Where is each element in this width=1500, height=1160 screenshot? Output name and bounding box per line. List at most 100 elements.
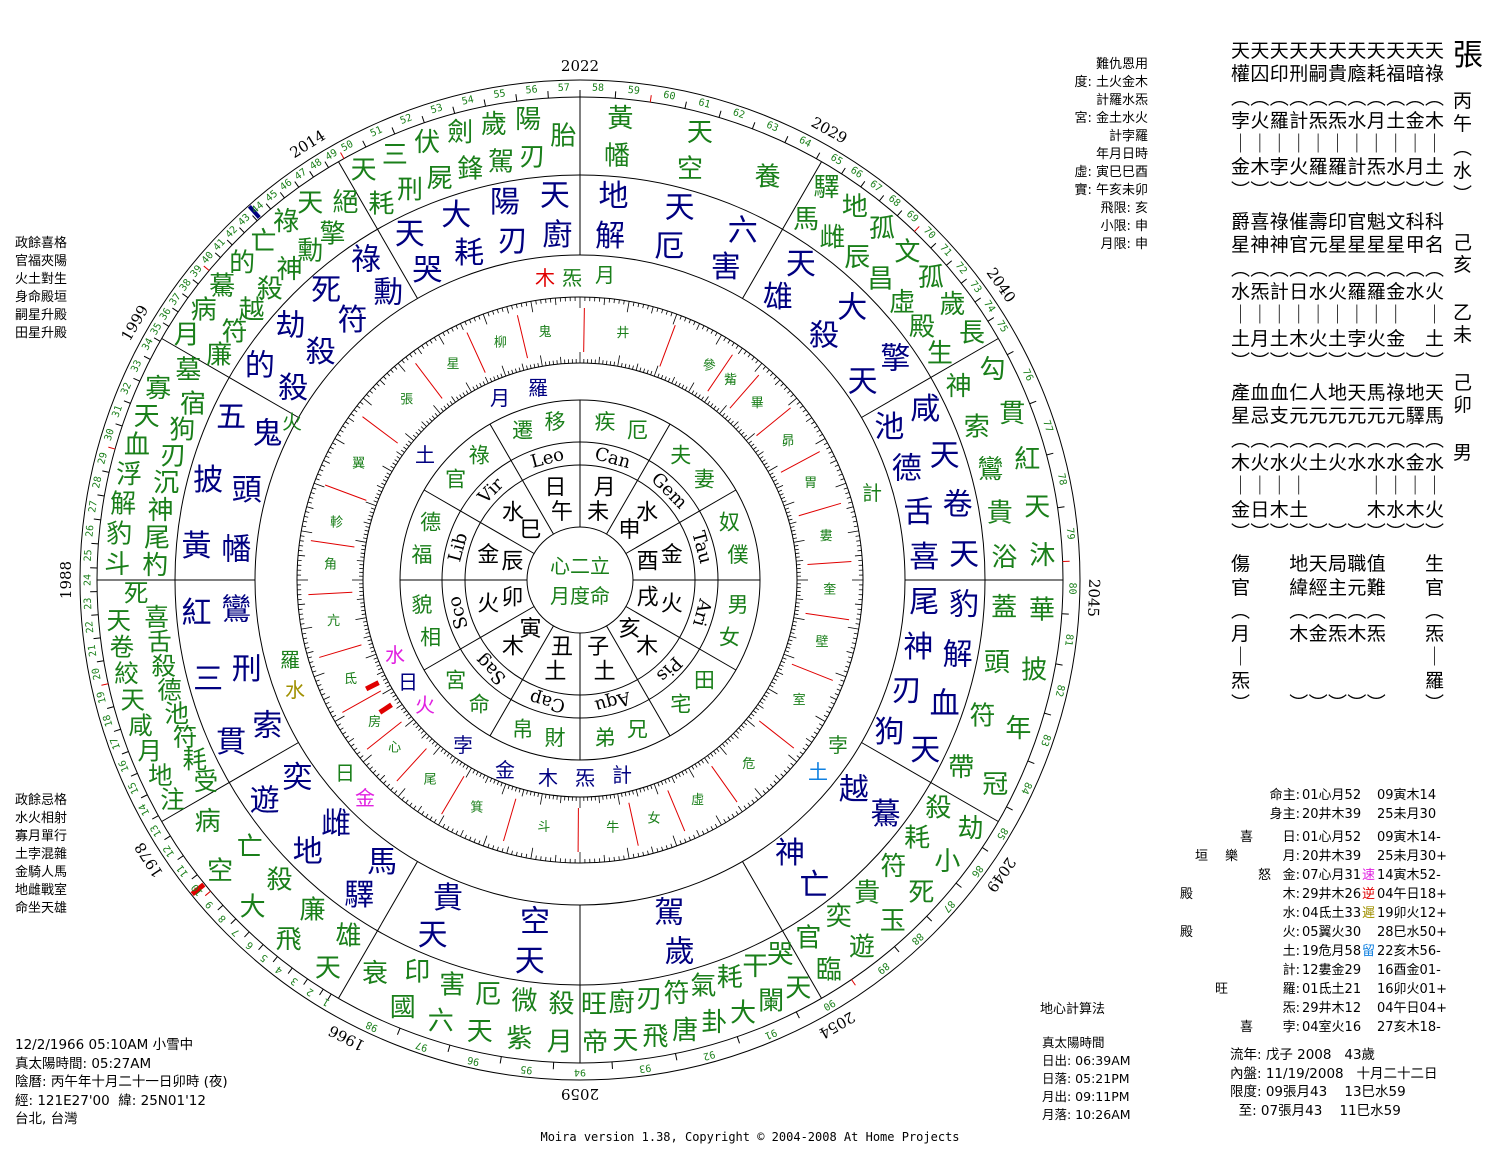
year-label: 2022 xyxy=(561,57,599,75)
degree-tick xyxy=(805,413,810,417)
degree-tick xyxy=(501,365,507,377)
degree-tick xyxy=(793,617,805,620)
star-name-char: 孤 xyxy=(918,263,944,293)
calculation-method: 地心計算法 xyxy=(1040,1002,1106,1017)
star-table-row: 傷 地天局職值 生 xyxy=(1231,553,1445,576)
degree-tick xyxy=(317,684,322,687)
degree-tick xyxy=(667,778,671,783)
star-name-char: 擎 xyxy=(319,220,345,250)
natal-planet-glyph: 火 xyxy=(415,693,435,717)
star-name-char: 浴 xyxy=(991,543,1017,573)
degree-tick xyxy=(688,382,695,393)
age-tick xyxy=(340,152,345,159)
age-label: 65 xyxy=(828,152,844,168)
degree-tick xyxy=(765,691,770,695)
star-name-char: 年 xyxy=(1005,714,1031,744)
star-name-char: 驛 xyxy=(813,173,839,203)
zodiac-sign: Lib xyxy=(444,531,472,565)
age-tick xyxy=(133,377,141,382)
degree-tick xyxy=(376,773,380,777)
degree-tick xyxy=(456,759,459,764)
degree-tick xyxy=(745,433,755,441)
mansion-label: 壁 xyxy=(815,635,828,650)
mansion-label: 虛 xyxy=(691,793,704,808)
degree-tick xyxy=(724,740,729,745)
degree-tick xyxy=(661,309,664,314)
star-table-row: 孛火羅計炁炁水月土金木 xyxy=(1231,109,1445,132)
degree-tick xyxy=(755,707,760,711)
degree-tick xyxy=(724,415,729,420)
star-name-char: 蓋 xyxy=(991,593,1017,623)
star-name-char: 華 xyxy=(1029,595,1055,625)
degree-tick xyxy=(309,661,314,664)
mansion-label: 觜 xyxy=(724,373,737,388)
planet-sign-position: 09寅木14- xyxy=(1377,830,1441,845)
star-name-char: 胎 xyxy=(550,121,576,151)
star-name-char: 小 xyxy=(934,847,960,877)
degree-tick xyxy=(733,733,739,739)
planet-label: 日: xyxy=(1282,830,1300,845)
transit-planet-glyph: 羅 xyxy=(280,648,300,672)
degree-tick xyxy=(350,743,355,747)
age-label: 26 xyxy=(84,524,96,537)
year-label: 2045 xyxy=(1084,579,1103,618)
age-label: 19 xyxy=(95,690,109,704)
star-name-char: 耗 xyxy=(454,236,484,271)
degree-tick xyxy=(719,405,727,415)
degree-tick xyxy=(379,379,386,386)
degree-tick xyxy=(405,713,410,717)
degree-tick xyxy=(365,653,377,659)
planet-sign-position: 04午日18+ xyxy=(1377,887,1447,902)
divider-line xyxy=(625,606,737,671)
degree-tick xyxy=(478,840,481,845)
age-label: 34 xyxy=(140,337,155,353)
degree-tick xyxy=(394,366,398,370)
degree-tick xyxy=(369,646,374,649)
degree-tick xyxy=(727,816,731,821)
degree-tick xyxy=(771,475,776,479)
age-tick xyxy=(974,297,981,303)
degree-tick xyxy=(518,367,521,372)
degree-tick xyxy=(321,693,326,696)
degree-tick xyxy=(366,762,370,766)
star-name-char: 養 xyxy=(755,163,781,193)
degree-tick xyxy=(790,394,794,398)
degree-tick xyxy=(350,413,355,417)
degree-tick xyxy=(847,530,859,534)
year-label: 2054 xyxy=(816,1008,858,1043)
age-label: 21 xyxy=(87,644,100,658)
degree-tick xyxy=(778,489,783,493)
degree-tick xyxy=(730,420,734,425)
star-name-char: 喜 xyxy=(144,603,169,632)
degree-tick xyxy=(465,390,469,395)
palace-name: 宅 xyxy=(670,692,691,716)
degree-tick xyxy=(390,787,394,791)
degree-tick xyxy=(787,766,791,770)
star-name-char: 歲 xyxy=(940,290,966,320)
degree-tick xyxy=(747,802,751,807)
age-label: 96 xyxy=(466,1054,480,1067)
degree-tick xyxy=(714,332,718,337)
mansion-boundary xyxy=(310,540,355,548)
planet-label: 金: xyxy=(1282,868,1300,883)
degree-tick xyxy=(451,828,454,833)
star-name-char: 天 xyxy=(134,402,160,432)
star-table-row: 金木孛火羅羅計炁水月土 xyxy=(1231,156,1445,179)
degree-tick xyxy=(298,603,306,606)
mansion-label: 斗 xyxy=(537,820,550,835)
degree-tick xyxy=(319,688,324,691)
degree-tick xyxy=(598,796,600,804)
degree-tick xyxy=(660,374,664,379)
degree-tick xyxy=(637,852,640,857)
star-name-char: 頭 xyxy=(232,473,262,508)
mansion-label: 胃 xyxy=(804,476,817,491)
degree-tick xyxy=(755,449,760,453)
transit-planet-glyph: 計 xyxy=(862,481,882,505)
degree-tick xyxy=(845,665,850,668)
degree-tick xyxy=(307,656,312,659)
mansion-label: 箕 xyxy=(470,799,483,815)
degree-tick xyxy=(785,650,790,653)
star-table-row: 官 緯經主元難 官 xyxy=(1231,576,1445,599)
degree-tick xyxy=(707,755,711,760)
degree-tick xyxy=(813,731,818,735)
